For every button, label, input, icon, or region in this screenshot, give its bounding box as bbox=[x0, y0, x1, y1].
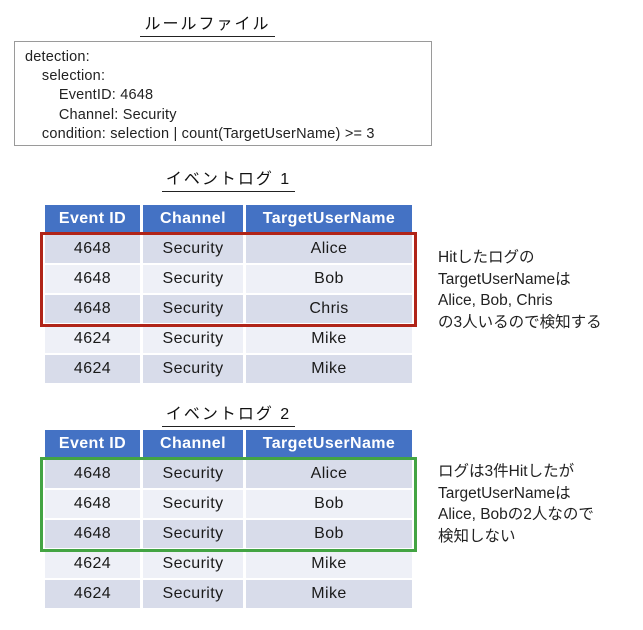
table-cell: Security bbox=[143, 265, 243, 293]
table-cell: 4648 bbox=[45, 520, 140, 548]
annotation-line: の3人いるので検知する bbox=[438, 313, 602, 331]
event-log-2-title: イベントログ 2 bbox=[45, 400, 412, 427]
table-cell: 4624 bbox=[45, 355, 140, 383]
table-cell: Security bbox=[143, 295, 243, 323]
column-header-event-id: Event ID bbox=[45, 205, 140, 233]
table-row: 4648 Security Bob bbox=[45, 520, 412, 548]
annotation-line: 検知しない bbox=[438, 527, 516, 545]
table-cell: Security bbox=[143, 355, 243, 383]
rule-file-title-text: ルールファイル bbox=[140, 10, 275, 37]
table-cell: Bob bbox=[246, 265, 412, 293]
column-header-targetusername: TargetUserName bbox=[246, 430, 412, 458]
table-cell: Security bbox=[143, 520, 243, 548]
table-row: 4624 Security Mike bbox=[45, 580, 412, 608]
code-line-selection: selection: bbox=[25, 68, 106, 85]
table-row: 4624 Security Mike bbox=[45, 325, 412, 353]
table-cell: Security bbox=[143, 460, 243, 488]
annotation-line: TargetUserNameは bbox=[438, 484, 571, 502]
column-header-channel: Channel bbox=[143, 430, 243, 458]
event-log-1-table: Event ID Channel TargetUserName 4648 Sec… bbox=[45, 205, 412, 385]
column-header-event-id: Event ID bbox=[45, 430, 140, 458]
table-cell: 4648 bbox=[45, 235, 140, 263]
code-line-condition: condition: selection | count(TargetUserN… bbox=[25, 125, 375, 142]
table-cell: Security bbox=[143, 580, 243, 608]
rule-file-title: ルールファイル bbox=[0, 10, 415, 37]
annotation-line: TargetUserNameは bbox=[438, 270, 571, 288]
table-cell: Alice bbox=[246, 460, 412, 488]
table-row: 4624 Security Mike bbox=[45, 550, 412, 578]
table-cell: 4624 bbox=[45, 550, 140, 578]
annotation-line: Hitしたログの bbox=[438, 249, 535, 266]
code-line-eventid: EventID: 4648 bbox=[25, 87, 154, 104]
table-cell: 4624 bbox=[45, 325, 140, 353]
event-log-2-title-text: イベントログ 2 bbox=[161, 400, 296, 427]
table-row: 4648 Security Bob bbox=[45, 490, 412, 518]
table-row: 4648 Security Alice bbox=[45, 235, 412, 263]
annotation-line: Alice, Bob, Chris bbox=[438, 292, 553, 309]
table-cell: Security bbox=[143, 235, 243, 263]
table-cell: 4624 bbox=[45, 580, 140, 608]
table-cell: Bob bbox=[246, 520, 412, 548]
table-cell: Mike bbox=[246, 355, 412, 383]
code-line-detection: detection: bbox=[25, 49, 90, 65]
table-cell: Security bbox=[143, 325, 243, 353]
table-cell: Mike bbox=[246, 550, 412, 578]
table-row: 4624 Security Mike bbox=[45, 355, 412, 383]
event-log-1-title-text: イベントログ 1 bbox=[161, 165, 296, 192]
rule-file-code-box: detection: selection: EventID: 4648 Chan… bbox=[14, 41, 432, 146]
table-row: 4648 Security Chris bbox=[45, 295, 412, 323]
table-cell: Mike bbox=[246, 580, 412, 608]
table-cell: Security bbox=[143, 490, 243, 518]
table-cell: 4648 bbox=[45, 295, 140, 323]
column-header-targetusername: TargetUserName bbox=[246, 205, 412, 233]
annotation-line: ログは3件Hitしたが bbox=[438, 463, 575, 480]
annotation-line: Alice, Bobの2人なので bbox=[438, 506, 594, 523]
event-log-2-annotation: ログは3件Hitしたが TargetUserNameは Alice, Bobの2… bbox=[438, 461, 643, 547]
event-log-2-header-row: Event ID Channel TargetUserName bbox=[45, 430, 412, 458]
table-cell: 4648 bbox=[45, 460, 140, 488]
table-cell: Bob bbox=[246, 490, 412, 518]
table-cell: Mike bbox=[246, 325, 412, 353]
event-log-2-table: Event ID Channel TargetUserName 4648 Sec… bbox=[45, 430, 412, 610]
table-row: 4648 Security Bob bbox=[45, 265, 412, 293]
table-cell: Security bbox=[143, 550, 243, 578]
table-row: 4648 Security Alice bbox=[45, 460, 412, 488]
column-header-channel: Channel bbox=[143, 205, 243, 233]
table-cell: 4648 bbox=[45, 265, 140, 293]
event-log-1-header-row: Event ID Channel TargetUserName bbox=[45, 205, 412, 233]
table-cell: Chris bbox=[246, 295, 412, 323]
table-cell: 4648 bbox=[45, 490, 140, 518]
code-line-channel: Channel: Security bbox=[25, 106, 177, 123]
table-cell: Alice bbox=[246, 235, 412, 263]
event-log-1-title: イベントログ 1 bbox=[45, 165, 412, 192]
event-log-1-annotation: Hitしたログの TargetUserNameは Alice, Bob, Chr… bbox=[438, 247, 643, 333]
